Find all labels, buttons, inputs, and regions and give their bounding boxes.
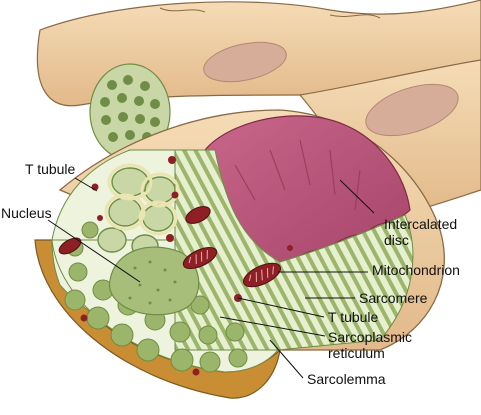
label-nucleus: Nucleus	[1, 205, 52, 221]
nucleus-shape	[108, 246, 200, 316]
label-sarcoplasmic-reticulum-line1: Sarcoplasmic	[328, 329, 413, 345]
mitochondria	[58, 156, 293, 376]
label-sarcolemma: Sarcolemma	[307, 371, 386, 387]
leader-lines	[47, 177, 375, 379]
label-sarcoplasmic-reticulum-line2: reticulum	[328, 345, 385, 361]
longitudinal-interior	[174, 149, 414, 351]
label-t-tubule-top: T tubule	[25, 161, 76, 177]
t-tubule-cells	[97, 167, 176, 258]
label-t-tubule-bottom: T tubule	[328, 309, 379, 325]
label-mitochondrion: Mitochondrion	[372, 262, 460, 278]
label-intercalated-disc-line2: disc	[384, 232, 409, 248]
label-sarcomere: Sarcomere	[359, 290, 428, 306]
label-intercalated-disc-line1: Intercalated	[384, 216, 458, 232]
